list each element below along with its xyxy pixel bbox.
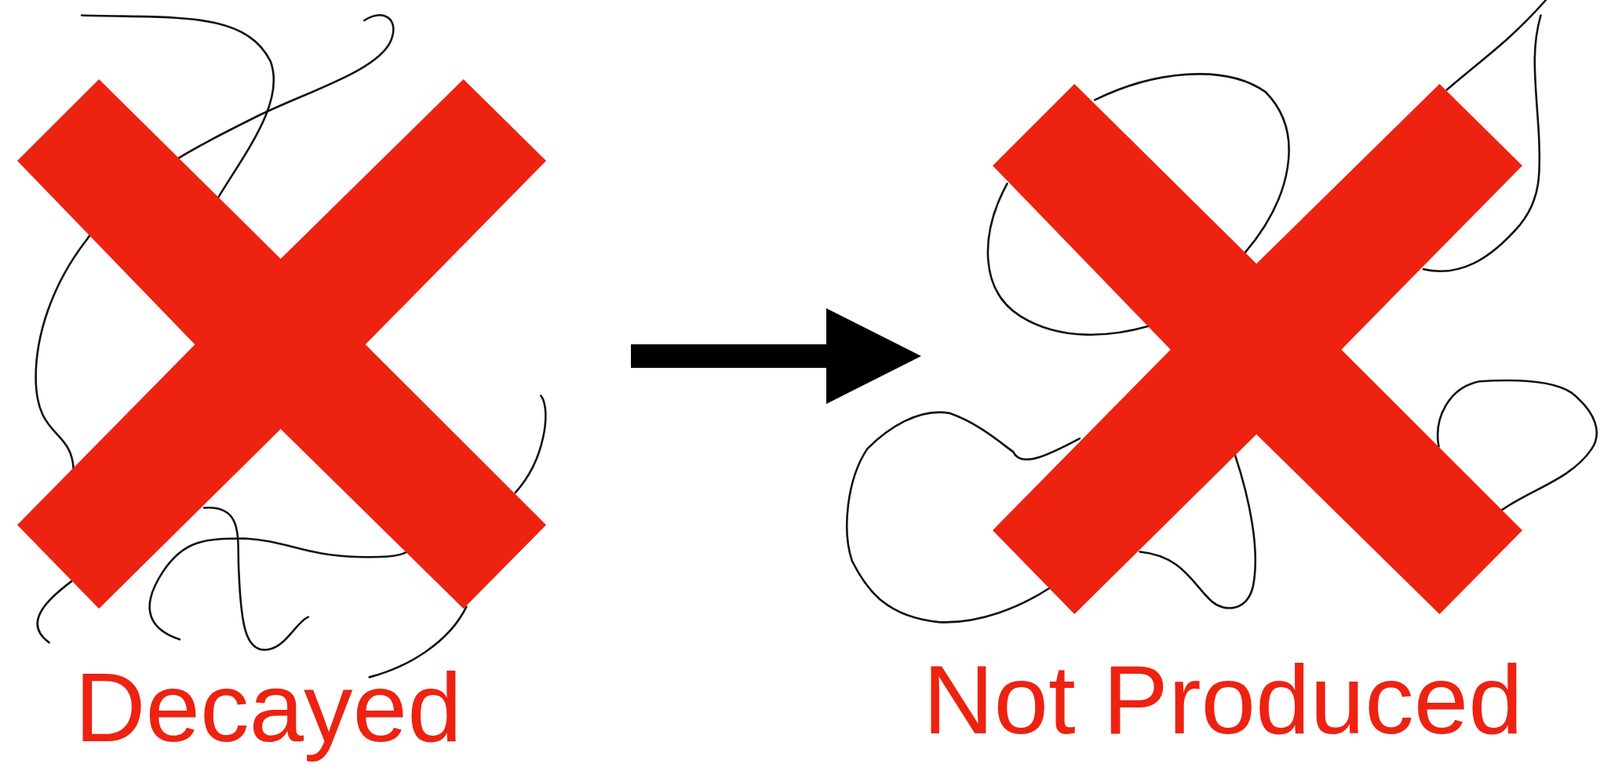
cross-shape <box>992 83 1523 615</box>
red-cross <box>992 83 1523 615</box>
red-cross <box>17 79 547 609</box>
arrow-connector <box>630 344 827 369</box>
strand-line <box>37 581 72 643</box>
crossed-figure: Not Produced <box>921 83 1523 760</box>
crossed-figure: Decayed <box>17 79 631 768</box>
label-row: Not Produced <box>958 643 1488 757</box>
figure-caption: Decayed <box>74 651 462 765</box>
strand-line <box>1446 0 1546 90</box>
label-row: Decayed <box>3 651 533 765</box>
strand-line <box>515 396 547 494</box>
strand-line <box>204 507 309 650</box>
strand-line <box>149 539 409 641</box>
figure-caption: Not Produced <box>922 643 1523 757</box>
cross-shape <box>17 79 547 609</box>
